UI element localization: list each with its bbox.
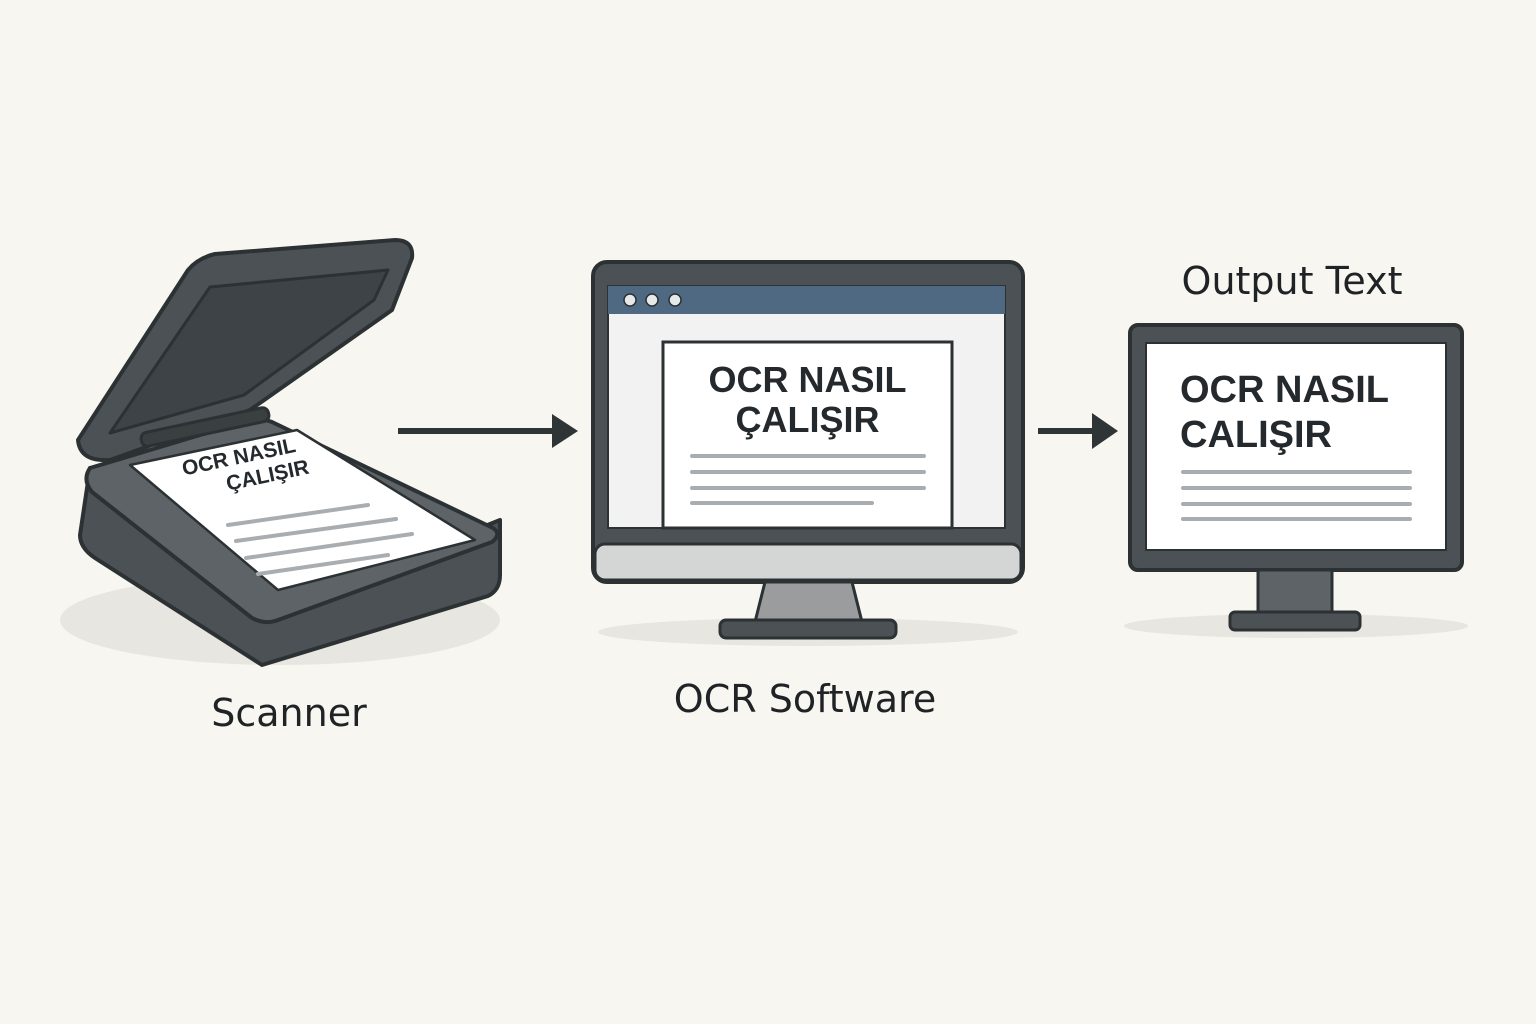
software-document-title-line1: OCR NASIL <box>708 359 907 400</box>
scanner-hinge <box>139 406 271 448</box>
scanner-paper-text-lines <box>226 503 414 576</box>
output-document-title: OCR NASIL CALIŞIR <box>1180 368 1389 458</box>
arrow-software-to-output <box>1038 413 1118 449</box>
software-monitor-stand-base <box>718 618 898 640</box>
software-monitor-chin <box>593 542 1023 582</box>
window-dot-1 <box>623 293 637 307</box>
software-document-text-lines <box>690 454 926 505</box>
software-document-title-line2: ÇALIŞIR <box>735 398 880 440</box>
scanner-base <box>78 466 502 667</box>
output-text-lines <box>1181 470 1412 521</box>
output-monitor-stand-base <box>1228 610 1362 632</box>
output-monitor <box>1124 323 1468 638</box>
output-monitor-screen <box>1145 342 1447 551</box>
output-document-title-line2: CALIŞIR <box>1180 413 1332 456</box>
scanner-paper <box>128 428 477 592</box>
window-dot-3 <box>668 293 682 307</box>
output-label: Output Text <box>1181 259 1403 303</box>
software-label: OCR Software <box>673 677 937 721</box>
scanner-lid-inner <box>108 268 390 435</box>
output-document-title-line1: OCR NASIL <box>1180 369 1389 411</box>
scanner-label: Scanner <box>211 691 367 735</box>
software-monitor <box>591 260 1025 646</box>
software-document-page <box>661 340 954 530</box>
window-dot-2 <box>645 293 659 307</box>
software-document-title: OCR NASIL ÇALIŞIR <box>690 360 925 439</box>
window-control-dots <box>623 293 682 307</box>
software-monitor-stand-neck <box>753 580 864 624</box>
output-monitor-stand-neck <box>1256 568 1334 616</box>
arrow-scanner-to-software <box>398 414 578 448</box>
scanner-illustration <box>60 238 502 667</box>
software-window-titlebar <box>608 286 1005 314</box>
